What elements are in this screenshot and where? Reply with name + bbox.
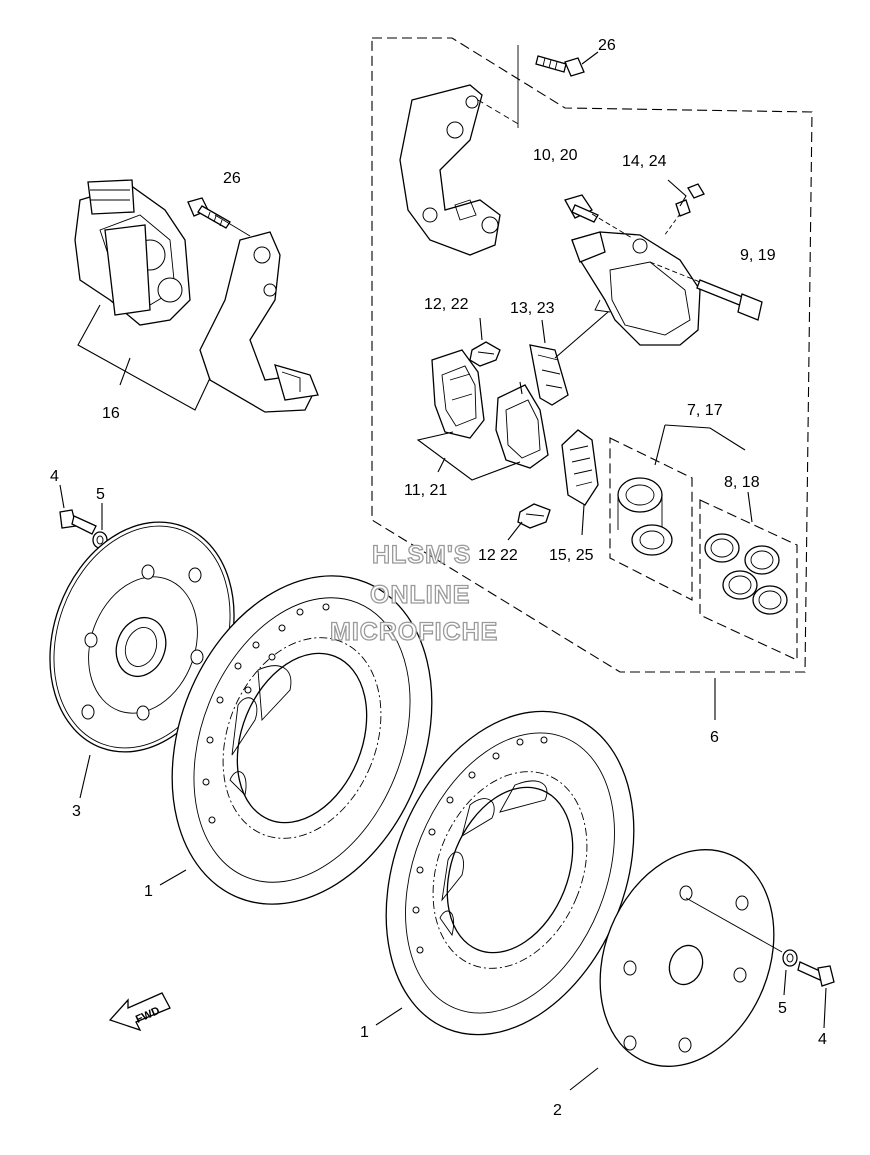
label-15-25: 15, 25 (549, 547, 594, 564)
leader-16 (77, 304, 211, 411)
label-9-19: 9, 19 (740, 247, 776, 264)
bolt-26-right (517, 45, 599, 128)
washer-5-right (782, 949, 798, 996)
hub-plate-2 (569, 849, 783, 1091)
bolt-4-right (797, 961, 835, 1029)
slide-pin-9-19 (649, 261, 763, 321)
label-5-right: 5 (778, 1000, 787, 1017)
label-11-21: 11, 21 (404, 482, 447, 499)
part-labels: 26 26 10, 20 14, 24 9, 19 12, 22 13, 23 … (50, 37, 827, 1119)
label-16: 16 (102, 405, 120, 422)
left-caliper-bolt-26 (187, 197, 251, 237)
pad-clip-12-22-top (469, 317, 501, 367)
label-10-20: 10, 20 (533, 147, 578, 164)
label-12-22-top: 12, 22 (424, 296, 469, 313)
hub-plate-3 (49, 521, 235, 799)
brake-disc-1-lower (375, 710, 635, 1036)
bolt-4-left (59, 484, 97, 535)
right-caliper-body (571, 231, 701, 346)
brake-pad-11-21-outer (495, 381, 549, 469)
label-7-17: 7, 17 (687, 402, 723, 419)
label-13-23: 13, 23 (510, 300, 555, 317)
label-2: 2 (553, 1102, 562, 1119)
seals-8-18 (704, 491, 788, 615)
watermark-line-1: HLSM'S (372, 541, 471, 569)
forward-direction-arrow: FWD (108, 992, 171, 1032)
label-3: 3 (72, 803, 81, 820)
watermark-line-2: ONLINE (370, 581, 470, 609)
label-22-bottom: 22 (500, 547, 518, 564)
caliper-assembly-boundary (371, 37, 813, 673)
label-12-bottom: 12 (478, 547, 496, 564)
watermark: HLSM'S ONLINE MICROFICHE (329, 540, 498, 646)
brake-pad-11-21-inner (431, 349, 485, 439)
label-26-left: 26 (223, 170, 241, 187)
pistons-7-17 (617, 424, 746, 556)
pad-clip-12-22-bottom (507, 503, 551, 541)
label-14-24: 14, 24 (622, 153, 667, 170)
slide-pin-10-20 (564, 194, 633, 239)
bleed-screw-14-24 (663, 179, 705, 237)
brake-disc-1-upper (159, 575, 433, 905)
left-caliper-bracket (199, 231, 319, 413)
label-8-18: 8, 18 (724, 474, 760, 491)
label-1-lower: 1 (360, 1024, 369, 1041)
label-4-right: 4 (818, 1031, 827, 1048)
left-caliper (74, 179, 191, 326)
watermark-line-3: MICROFICHE (330, 618, 498, 646)
label-1-upper: 1 (144, 883, 153, 900)
leader-11-21 (416, 431, 521, 481)
pad-shim-15-25 (561, 429, 599, 536)
label-26-right: 26 (598, 37, 616, 54)
right-caliper-bracket (399, 84, 521, 256)
label-4-left: 4 (50, 468, 59, 485)
label-6: 6 (710, 729, 719, 746)
pad-spring-13-23 (529, 311, 609, 406)
label-5-left: 5 (96, 486, 105, 503)
